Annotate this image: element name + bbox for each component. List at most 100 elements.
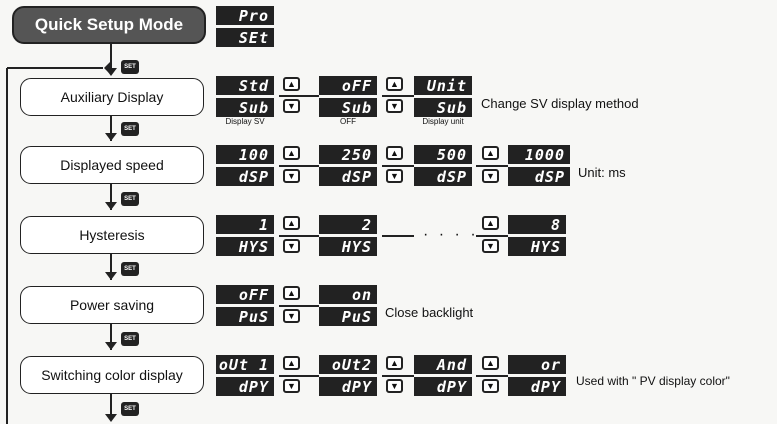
up-arrow-button[interactable]: ▲ <box>283 356 300 370</box>
up-arrow-button[interactable]: ▲ <box>283 216 300 230</box>
option-display: Unit Sub Display unit <box>414 76 472 126</box>
down-arrow-button[interactable]: ▼ <box>283 309 300 323</box>
option-display: 1 HYS <box>216 215 274 256</box>
display-bottom: Sub <box>216 98 274 117</box>
display-bottom: dPY <box>414 377 472 396</box>
display-top: oFF <box>216 285 274 304</box>
display-bottom: Sub <box>414 98 472 117</box>
up-arrow-button[interactable]: ▲ <box>482 216 499 230</box>
separator <box>476 165 508 167</box>
display-bottom: PuS <box>216 307 274 326</box>
option-display: 2 HYS <box>319 215 377 256</box>
option-display: on PuS <box>319 285 377 326</box>
separator <box>279 235 319 237</box>
separator <box>382 165 414 167</box>
set-icon: SET <box>121 192 139 206</box>
down-arrow-button[interactable]: ▼ <box>283 379 300 393</box>
up-arrow-button[interactable]: ▲ <box>482 146 499 160</box>
option-display: 500 dSP <box>414 145 472 186</box>
display-top: 1000 <box>508 145 570 164</box>
display-top: Unit <box>414 76 472 95</box>
display-top: 1 <box>216 215 274 234</box>
down-arrow-button[interactable]: ▼ <box>386 169 403 183</box>
display-top: 8 <box>508 215 566 234</box>
option-display: or dPY <box>508 355 566 396</box>
step-power-saving[interactable]: Power saving <box>20 286 204 324</box>
display-top: oFF <box>319 76 377 95</box>
up-arrow-button[interactable]: ▲ <box>283 77 300 91</box>
display-top: oUt2 <box>319 355 377 374</box>
set-icon: SET <box>121 60 139 74</box>
down-arrow-button[interactable]: ▼ <box>482 239 499 253</box>
up-arrow-button[interactable]: ▲ <box>386 77 403 91</box>
option-display: oFF Sub OFF <box>319 76 377 126</box>
display-top: 500 <box>414 145 472 164</box>
pro-set-display: Pro SEt <box>216 6 274 47</box>
separator <box>382 95 414 97</box>
down-arrow-button[interactable]: ▼ <box>283 239 300 253</box>
ellipsis: · · · · <box>423 226 479 243</box>
display-top: Std <box>216 76 274 95</box>
step-note: Change SV display method <box>481 96 639 111</box>
down-arrow-button[interactable]: ▼ <box>283 169 300 183</box>
down-arrow-button[interactable]: ▼ <box>386 379 403 393</box>
display-bottom: dPY <box>508 377 566 396</box>
display-top: 250 <box>319 145 377 164</box>
display-bottom: PuS <box>319 307 377 326</box>
option-display: 250 dSP <box>319 145 377 186</box>
display-top: 100 <box>216 145 274 164</box>
set-icon: SET <box>121 332 139 346</box>
option-display: 100 dSP <box>216 145 274 186</box>
down-arrow-button[interactable]: ▼ <box>283 99 300 113</box>
up-arrow-button[interactable]: ▲ <box>283 146 300 160</box>
step-auxiliary-display[interactable]: Auxiliary Display <box>20 78 204 116</box>
display-bottom: dPY <box>319 377 377 396</box>
display-bottom: dSP <box>508 167 570 186</box>
option-display: 8 HYS <box>508 215 566 256</box>
step-hysteresis[interactable]: Hysteresis <box>20 216 204 254</box>
option-caption: Display unit <box>422 117 464 126</box>
display-bottom: dSP <box>319 167 377 186</box>
separator <box>382 235 414 237</box>
step-note: Used with " PV display color" <box>576 374 730 388</box>
step-switching-color-display[interactable]: Switching color display <box>20 356 204 394</box>
display-top: oUt 1 <box>216 355 274 374</box>
separator <box>476 235 508 237</box>
display-top: Pro <box>216 6 274 25</box>
display-bottom: HYS <box>319 237 377 256</box>
display-bottom: dSP <box>414 167 472 186</box>
separator <box>476 375 508 377</box>
display-bottom: SEt <box>216 28 274 47</box>
display-bottom: HYS <box>216 237 274 256</box>
set-icon: SET <box>121 402 139 416</box>
option-caption: Display SV <box>225 117 265 126</box>
up-arrow-button[interactable]: ▲ <box>283 286 300 300</box>
separator <box>382 375 414 377</box>
down-arrow-button[interactable]: ▼ <box>386 99 403 113</box>
display-bottom: Sub <box>319 98 377 117</box>
option-display: And dPY <box>414 355 472 396</box>
display-bottom: HYS <box>508 237 566 256</box>
display-top: And <box>414 355 472 374</box>
display-top: or <box>508 355 566 374</box>
quick-setup-mode-button[interactable]: Quick Setup Mode <box>12 6 206 44</box>
separator <box>279 305 319 307</box>
up-arrow-button[interactable]: ▲ <box>386 356 403 370</box>
display-top: on <box>319 285 377 304</box>
option-display: oFF PuS <box>216 285 274 326</box>
down-arrow-button[interactable]: ▼ <box>482 379 499 393</box>
up-arrow-button[interactable]: ▲ <box>386 146 403 160</box>
option-display: 1000 dSP <box>508 145 570 186</box>
step-note: Unit: ms <box>578 165 626 180</box>
step-note: Close backlight <box>385 305 474 320</box>
display-bottom: dSP <box>216 167 274 186</box>
down-arrow-button[interactable]: ▼ <box>482 169 499 183</box>
option-display: oUt 1 dPY <box>216 355 274 396</box>
step-displayed-speed[interactable]: Displayed speed <box>20 146 204 184</box>
separator <box>279 95 319 97</box>
separator <box>279 165 319 167</box>
option-caption: OFF <box>340 117 356 126</box>
up-arrow-button[interactable]: ▲ <box>482 356 499 370</box>
display-top: 2 <box>319 215 377 234</box>
